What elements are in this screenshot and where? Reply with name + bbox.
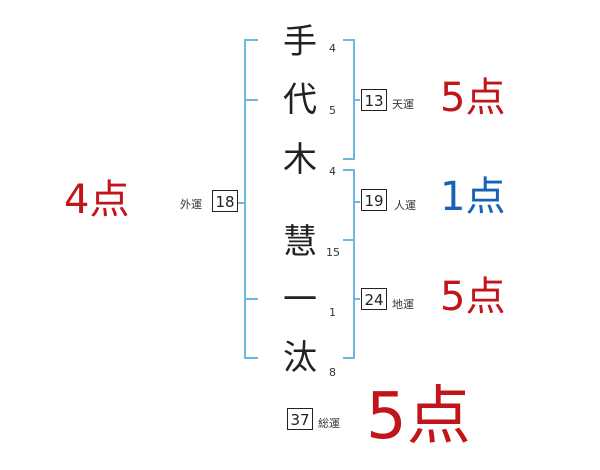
chiun-score: 5点 — [440, 274, 506, 320]
name-char-4: 慧 — [283, 222, 317, 262]
tenun-label: 天運 — [392, 98, 414, 111]
name-char-2: 代 — [283, 80, 317, 120]
name-char-3: 木 — [283, 140, 317, 180]
stroke-count-4: 15 — [326, 246, 340, 259]
name-char-6: 汰 — [283, 338, 317, 378]
souun-label: 総運 — [318, 417, 340, 430]
outer-bracket — [244, 39, 258, 359]
stroke-count-1: 4 — [329, 42, 336, 55]
tenun-bracket — [343, 39, 355, 160]
stroke-count-2: 5 — [329, 104, 336, 117]
chiun-bracket — [343, 239, 355, 359]
souun-value-box: 37 — [287, 408, 313, 430]
jinun-score: 1点 — [440, 174, 506, 220]
gaiun-score: 4点 — [64, 177, 130, 223]
name-char-5: 一 — [283, 280, 317, 320]
tenun-score: 5点 — [440, 75, 506, 121]
jinun-bracket — [343, 169, 355, 241]
stroke-count-6: 8 — [329, 366, 336, 379]
stroke-count-5: 1 — [329, 306, 336, 319]
jinun-value-box: 19 — [361, 189, 387, 211]
chiun-label: 地運 — [392, 298, 414, 311]
tenun-value-box: 13 — [361, 89, 387, 111]
gaiun-value-box: 18 — [212, 190, 238, 212]
chiun-value-box: 24 — [361, 288, 387, 310]
souun-score: 5点 — [366, 380, 471, 454]
stroke-count-3: 4 — [329, 165, 336, 178]
name-char-1: 手 — [283, 22, 317, 62]
gaiun-label: 外運 — [180, 198, 202, 211]
jinun-label: 人運 — [394, 199, 416, 212]
